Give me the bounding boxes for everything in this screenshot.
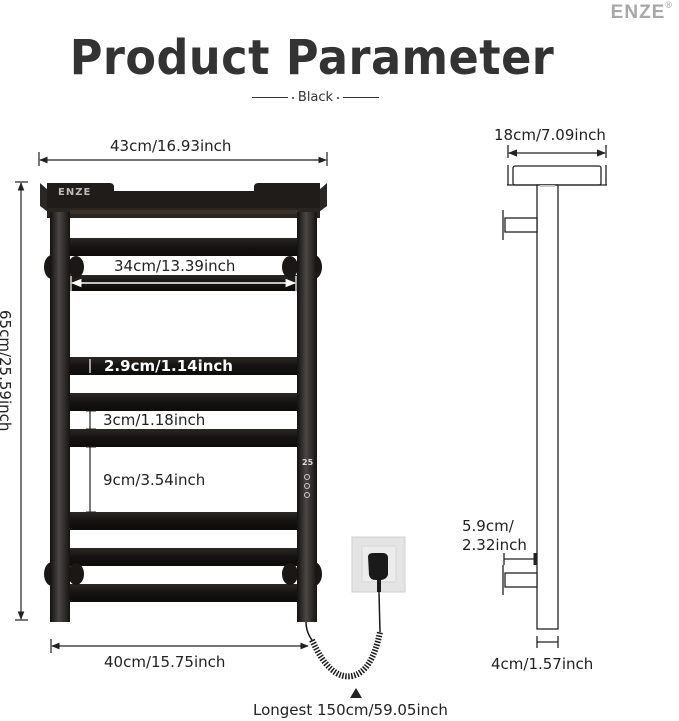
- overall-height-dimension: [15, 181, 28, 621]
- section-gap-dimension: [86, 446, 96, 513]
- bar-height-label: 2.9cm/1.14inch: [104, 357, 233, 375]
- bar-gap-label: 3cm/1.18inch: [103, 411, 206, 429]
- tube-width-label: 4cm/1.57inch: [491, 655, 594, 673]
- divider-right: [343, 96, 380, 99]
- control-panel: [304, 474, 310, 498]
- overall-height-label: 65cm/25.59inch: [0, 310, 14, 432]
- wall-distance-label-2: 2.32inch: [462, 536, 527, 554]
- color-subtitle: Black: [248, 90, 383, 105]
- bottom-width-dimension: [50, 639, 309, 653]
- shelf-depth-label: 18cm/7.09inch: [494, 126, 606, 144]
- overall-width-label: 43cm/16.93inch: [110, 137, 232, 155]
- side-view: [502, 145, 607, 648]
- inner-width-dimension: [70, 276, 297, 292]
- overall-width-dimension: [38, 152, 328, 166]
- top-shelf: [40, 183, 327, 218]
- power-cable: [305, 591, 383, 680]
- color-label: Black: [297, 90, 334, 105]
- dot-left: [291, 96, 294, 99]
- brand-logo: ENZE®: [610, 0, 673, 24]
- bottom-width-label: 40cm/15.75inch: [104, 653, 226, 671]
- page-title: Product Parameter: [69, 30, 555, 86]
- brand-name: ENZE: [610, 2, 666, 23]
- wall-distance-label-1: 5.9cm/: [462, 517, 514, 535]
- section-gap-label: 9cm/3.54inch: [103, 471, 206, 489]
- cable-pointer-icon: [350, 688, 362, 698]
- dot-right: [337, 96, 340, 99]
- registered-mark: ®: [665, 0, 673, 10]
- divider-left: [251, 96, 288, 99]
- temperature-display: 25: [302, 458, 314, 467]
- cable-length-label: Longest 150cm/59.05inch: [253, 701, 448, 719]
- inner-width-label: 34cm/13.39inch: [114, 257, 236, 275]
- wall-socket: [351, 536, 406, 593]
- shelf-logo: ENZE: [58, 187, 92, 198]
- left-pole: [50, 212, 70, 622]
- right-pole: [297, 212, 317, 622]
- bar-gap-dimension: [86, 410, 96, 430]
